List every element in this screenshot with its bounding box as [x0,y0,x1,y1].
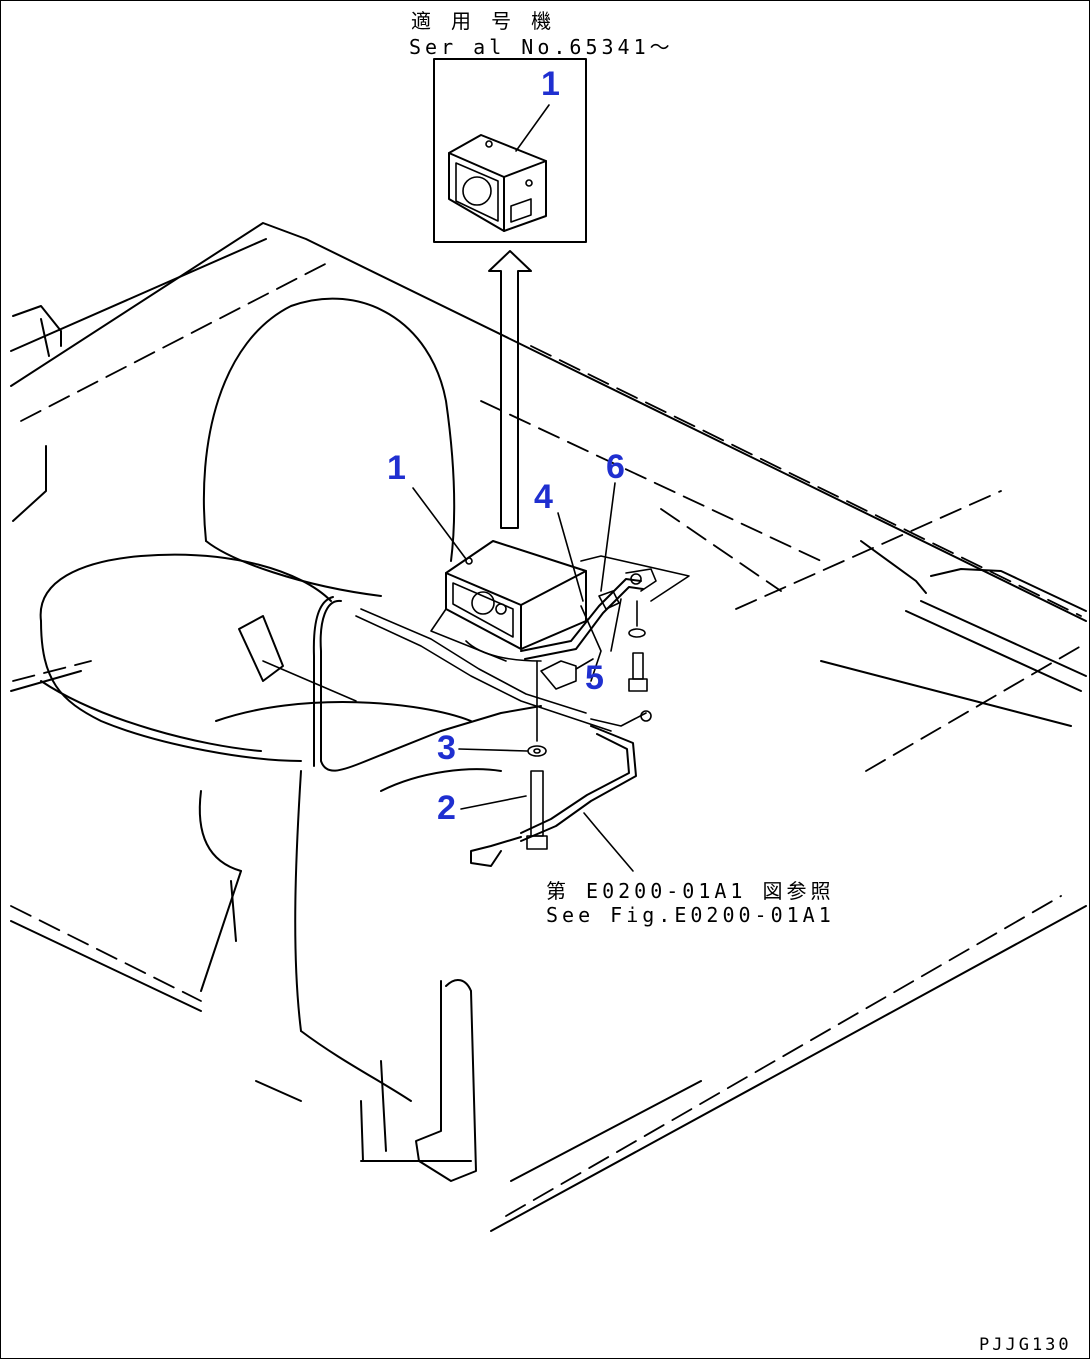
serial-number-label: Ser al No.65341～ [409,35,674,59]
figure-code: PJJG130 [979,1335,1072,1355]
inset-detail [433,58,587,243]
callout-1: 1 [387,449,406,487]
wiring-harness [312,482,657,872]
cab-outline [10,222,1087,1232]
seat [39,297,502,1182]
callout-3: 3 [437,729,456,767]
callout-5: 5 [585,659,604,697]
callout-1-inset: 1 [541,65,560,103]
applicable-serial-jp: 適 用 号 機 [411,9,556,33]
reference-note-jp: 第 E0200-01A1 図参照 [546,879,835,903]
callout-6: 6 [606,448,625,486]
callout-2: 2 [437,789,456,827]
callout-4: 4 [534,478,553,516]
reference-note-en: See Fig.E0200-01A1 [546,903,835,927]
upward-arrow [488,250,532,529]
